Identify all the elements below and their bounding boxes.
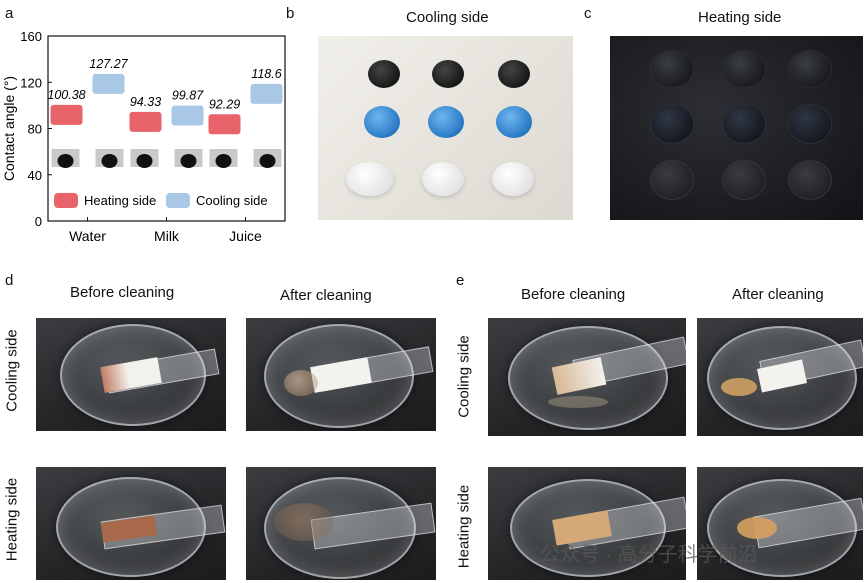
e-heating-before-photo	[488, 467, 686, 580]
residue-stain	[274, 503, 334, 541]
blue-droplet	[496, 106, 532, 138]
legend-label: Heating side	[84, 193, 156, 208]
y-tick-label: 40	[28, 168, 42, 183]
d-heating-before-photo	[36, 467, 226, 580]
heating-side-title: Heating side	[698, 9, 782, 26]
e-after-cleaning-caption: After cleaning	[732, 286, 824, 303]
dark-droplet	[722, 50, 766, 88]
white-droplet	[492, 162, 534, 196]
white-droplet	[346, 162, 394, 196]
x-tick-label: Milk	[154, 228, 180, 244]
panel-label-b: b	[286, 5, 295, 22]
black-droplet	[368, 60, 400, 88]
bar-heating-side	[50, 104, 83, 125]
panel-label-c: c	[584, 5, 592, 22]
e-heating-after-photo	[697, 467, 863, 580]
d-cooling-before-photo	[36, 318, 226, 431]
bar-cooling-side	[171, 105, 204, 126]
droplet-shape	[259, 154, 276, 168]
bar-heating-side	[208, 114, 241, 135]
grey-droplet	[722, 160, 766, 200]
data-label: 94.33	[130, 95, 161, 109]
x-tick-label: Water	[69, 228, 106, 244]
data-label: 127.27	[89, 57, 128, 71]
d-before-cleaning-caption: Before cleaning	[70, 284, 175, 301]
legend-label: Cooling side	[196, 193, 268, 208]
powder-pile	[721, 378, 757, 396]
cooling-side-droplets-photo	[318, 36, 573, 220]
panel-label-e: e	[456, 272, 465, 289]
d-row-label-cooling: Cooling side	[3, 329, 21, 412]
y-tick-label: 120	[20, 75, 42, 90]
x-tick-label: Juice	[229, 228, 262, 244]
cooling-side-title: Cooling side	[406, 9, 489, 26]
grey-droplet	[788, 160, 832, 200]
dark-blue-droplet	[788, 104, 832, 144]
dark-droplet	[788, 50, 832, 88]
y-tick-label: 160	[20, 29, 42, 44]
e-before-cleaning-caption: Before cleaning	[521, 286, 626, 303]
droplet-shape	[136, 154, 153, 168]
d-row-label-heating: Heating side	[3, 477, 21, 562]
d-after-cleaning-caption: After cleaning	[280, 287, 372, 304]
y-tick-label: 0	[35, 214, 42, 229]
heating-side-droplets-photo	[610, 36, 863, 220]
e-cooling-after-photo	[697, 318, 863, 436]
droplet-shape	[215, 154, 232, 168]
panel-label-d: d	[5, 272, 14, 289]
black-droplet	[432, 60, 464, 88]
data-label: 100.38	[47, 88, 85, 102]
d-cooling-after-photo	[246, 318, 436, 431]
dark-blue-droplet	[722, 104, 766, 144]
watermark-text: 公众号 · 高分子科学前沿	[540, 544, 758, 566]
dark-blue-droplet	[650, 104, 694, 144]
e-row-label-cooling: Cooling side	[455, 335, 473, 418]
data-label: 118.6	[251, 67, 281, 81]
white-droplet	[422, 162, 464, 196]
droplet-shape	[101, 154, 118, 168]
milk-residue	[284, 370, 318, 396]
e-row-label-heating: Heating side	[455, 484, 473, 569]
bar-heating-side	[129, 111, 162, 132]
bar-cooling-side	[92, 73, 125, 94]
d-heating-after-photo	[246, 467, 436, 580]
data-label: 92.29	[209, 97, 240, 111]
y-tick-label: 80	[28, 122, 42, 137]
droplet-shape	[180, 154, 197, 168]
legend-swatch	[54, 193, 78, 208]
legend-swatch	[166, 193, 190, 208]
blue-droplet	[364, 106, 400, 138]
dark-droplet	[650, 50, 694, 88]
y-axis-label: Contact angle (°)	[1, 76, 17, 181]
droplet-shape	[57, 154, 74, 168]
data-label: 99.87	[172, 89, 204, 103]
powder-residue	[548, 396, 608, 408]
panel-label-a: a	[5, 5, 14, 22]
powder-residue	[737, 517, 777, 539]
grey-droplet	[650, 160, 694, 200]
black-droplet	[498, 60, 530, 88]
petri-dish	[707, 479, 857, 577]
blue-droplet	[428, 106, 464, 138]
bar-cooling-side	[250, 83, 283, 104]
e-cooling-before-photo	[488, 318, 686, 436]
